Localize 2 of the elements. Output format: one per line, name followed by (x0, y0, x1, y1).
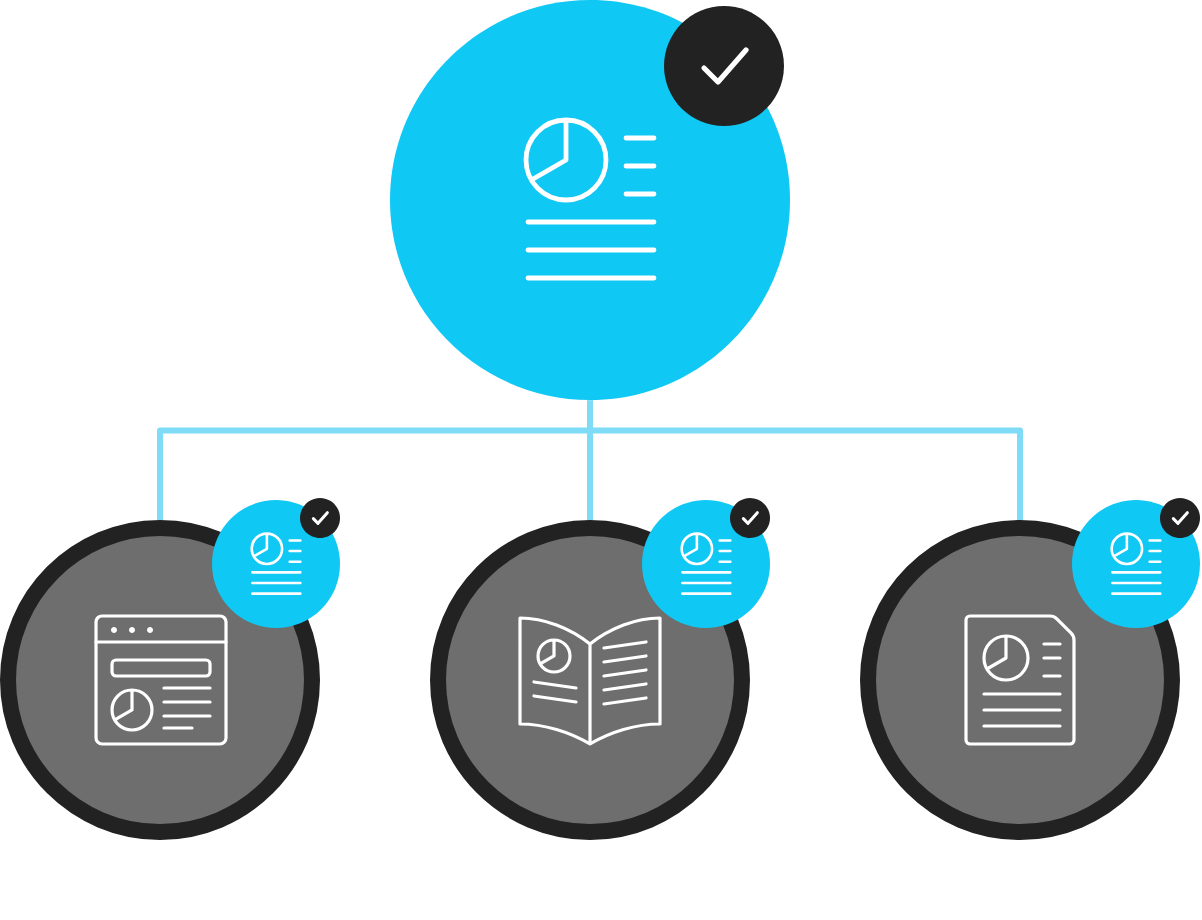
connector-line (587, 400, 1023, 520)
circle-node (390, 0, 790, 400)
